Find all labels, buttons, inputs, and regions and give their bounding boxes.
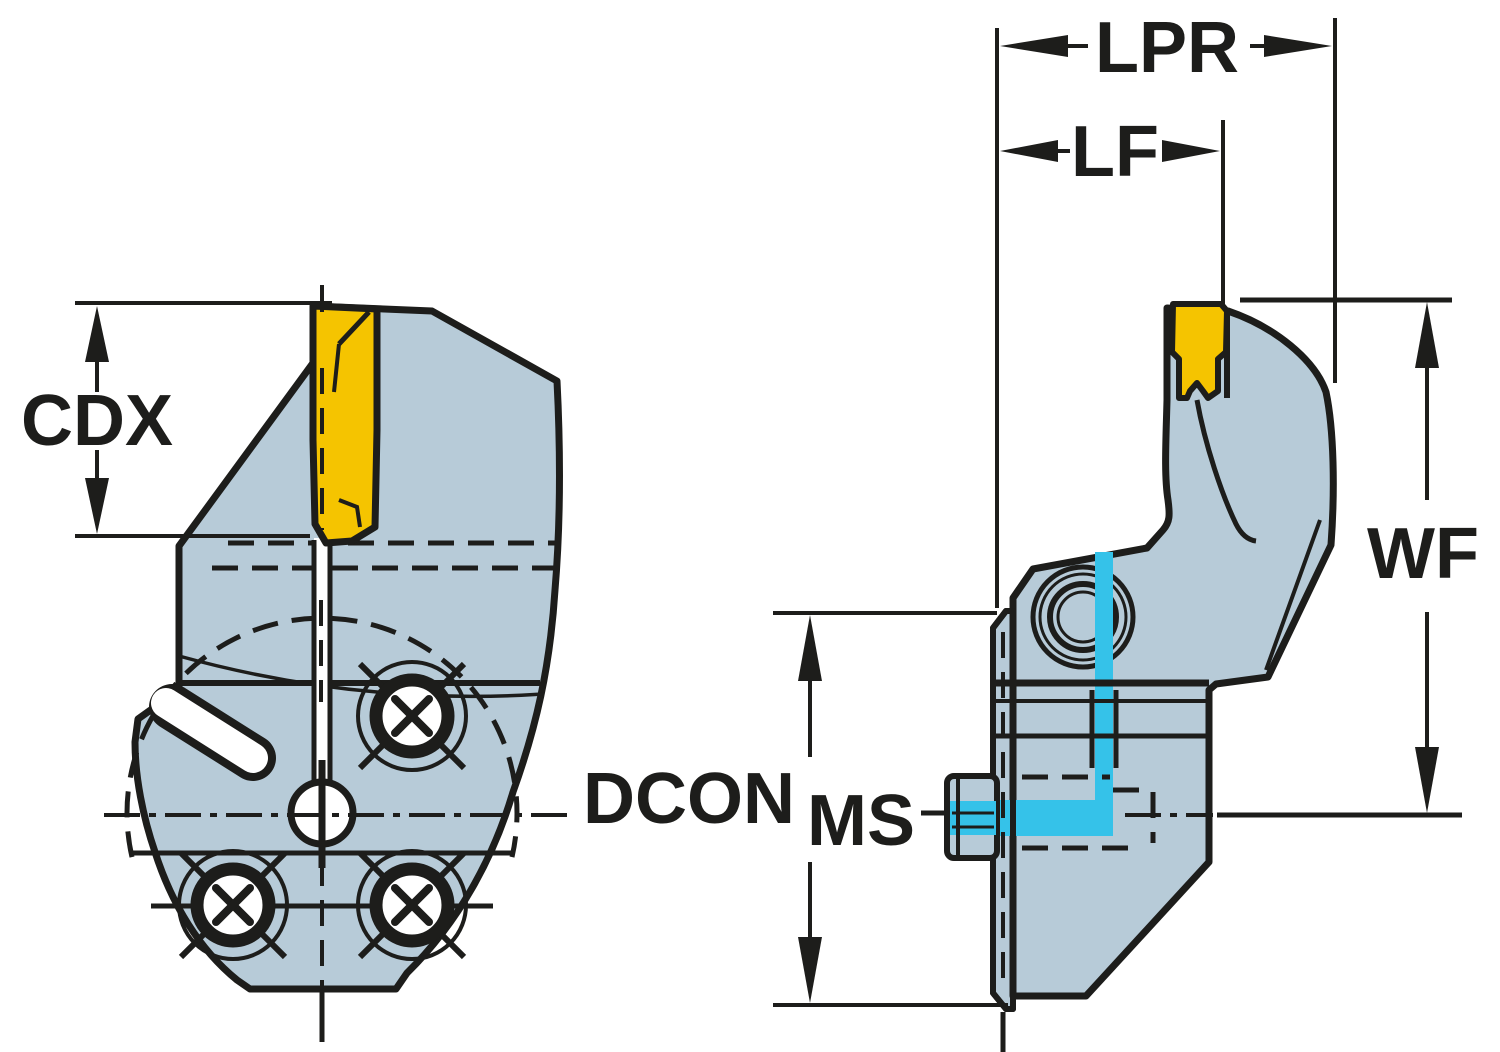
dimension-dcon: DCON MS	[583, 611, 1008, 1007]
coolant-hidden-outline	[1022, 774, 1156, 851]
cdx-label: CDX	[21, 381, 173, 461]
cam-surface-arc	[178, 654, 544, 699]
lf-label: LF	[1071, 112, 1159, 192]
dimension-lf: LF	[1000, 112, 1225, 306]
dimension-cdx: CDX	[21, 301, 332, 538]
clamp-screw-top	[356, 660, 468, 772]
clamp-screw-left	[177, 849, 289, 961]
clamp-screw-right	[356, 849, 468, 961]
lf-arrow-right	[1162, 140, 1220, 162]
lpr-arrow-left	[1000, 35, 1068, 57]
lf-arrow-left	[1000, 140, 1058, 162]
front-view	[104, 285, 572, 1042]
dimension-lpr: LPR	[995, 8, 1337, 608]
ms-label: MS	[807, 781, 915, 861]
dcon-label: DCON	[583, 759, 795, 839]
blade-slot	[311, 538, 333, 786]
dcon-arrow-down	[798, 937, 822, 1003]
chamfer-inner-line	[1264, 519, 1322, 671]
front-insert	[309, 302, 381, 547]
lpr-arrow-right	[1264, 35, 1332, 57]
dcon-arrow-up	[798, 615, 822, 681]
dimension-wf: WF	[1217, 297, 1479, 818]
clamp-boss	[1030, 564, 1136, 670]
pin-slot	[149, 684, 276, 781]
side-body	[1009, 304, 1337, 1000]
wf-arrow-down	[1415, 747, 1439, 813]
lpr-label: LPR	[1095, 8, 1239, 88]
side-view	[944, 301, 1337, 1052]
front-body	[131, 302, 563, 993]
side-insert	[1169, 301, 1230, 401]
wf-label: WF	[1367, 514, 1479, 594]
finger-slot-line	[1194, 399, 1257, 544]
wf-arrow-up	[1415, 302, 1439, 368]
flange-plate-outline	[990, 608, 1016, 1012]
cdx-arrow-down	[85, 478, 109, 534]
coolant-inlet-plug	[944, 773, 1000, 861]
cdx-arrow-up	[85, 306, 109, 362]
